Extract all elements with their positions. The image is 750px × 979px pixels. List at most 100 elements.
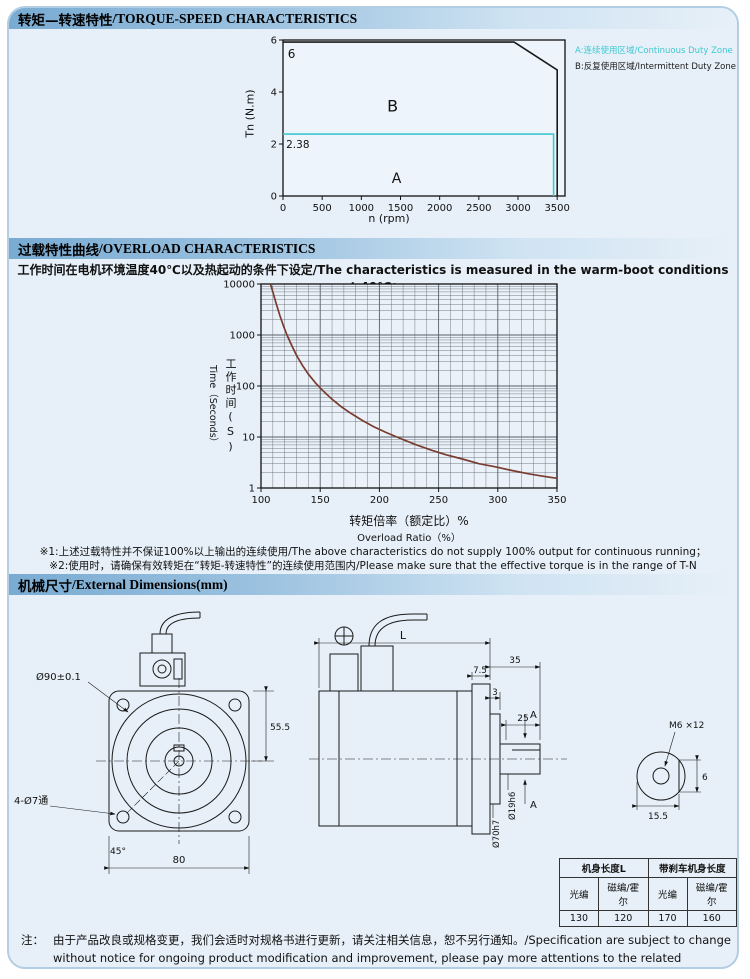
datasheet-page: 转矩—转速特性/TORQUE-SPEED CHARACTERISTICS Tn … (7, 6, 739, 969)
dimension-label: 15.5 (648, 812, 668, 822)
dimension-label: 80 (173, 855, 186, 866)
overload-chart-ylabel: Time（Seconds） 工作时间(S) (205, 346, 238, 466)
connector-housing (139, 652, 186, 687)
chart-annotation: 6 (288, 47, 296, 61)
section-header-dimensions: 机械尺寸/External Dimensions(mm) (9, 574, 737, 595)
svg-text:2500: 2500 (466, 203, 491, 214)
svg-text:10: 10 (242, 433, 255, 444)
table-subheader: 磁编/霍尔 (598, 877, 649, 911)
section-header-overload: 过载特性曲线/OVERLOAD CHARACTERISTICS (9, 238, 737, 259)
table-subheader: 磁编/霍尔 (686, 877, 737, 911)
svg-text:4: 4 (271, 88, 277, 99)
chart-annotation: B (387, 97, 398, 116)
svg-text:150: 150 (311, 495, 330, 506)
svg-text:350: 350 (547, 495, 566, 506)
svg-text:1000: 1000 (349, 203, 374, 214)
dimension-label: M6 ×12 (669, 721, 704, 731)
dimension-label: Ø19h6 (507, 792, 518, 820)
chart-annotation: A (392, 171, 402, 187)
body-length-table: 机身长度L 带刹车机身长度 光编 磁编/霍尔 光编 磁编/霍尔 130 120 … (559, 858, 737, 927)
svg-text:3500: 3500 (544, 203, 569, 214)
footer-note-prefix: 注： (21, 933, 44, 947)
footer-note: 注： 由于产品改良或规格变更，我们会适时对规格书进行更新，请关注相关信息，恕不另… (21, 932, 733, 967)
A-continuous-zone-boundary (283, 133, 555, 196)
overload-ylabel-en: Time（Seconds） (207, 364, 218, 448)
svg-text:0: 0 (280, 203, 286, 214)
dimension-label: Ø70h7 (491, 820, 502, 848)
table-value: 120 (598, 910, 649, 927)
svg-text:1: 1 (249, 484, 255, 495)
overload-chart: 100 150 200 250 300 350 1 10 100 1000 10000 (223, 280, 566, 506)
mounting-hole (228, 810, 242, 824)
dimension-label: Ø90±0.1 (36, 671, 81, 683)
table-value: 130 (559, 910, 599, 927)
chart-annotation: 2.38 (286, 139, 309, 151)
svg-text:2000: 2000 (427, 203, 452, 214)
table-header-brake-body-length: 带刹车机身长度 (647, 858, 737, 878)
table-header-body-length: 机身长度L (559, 858, 649, 878)
front-view-drawing: Ø90±0.1 55.5 4-Ø7通 45° 80 (14, 611, 290, 874)
B-intermittent-zone-boundary (283, 41, 559, 196)
dimension-label: A (530, 800, 537, 811)
table-subheader: 光编 (647, 877, 688, 911)
legend-continuous-duty-zone: A:连续使用区域/Continuous Duty Zone (575, 46, 733, 56)
overload-xlabel-en: Overload Ratio（%） (357, 533, 461, 544)
svg-text:100: 100 (251, 495, 270, 506)
shaft-section-view-drawing: M6 ×12 6 15.5 (632, 721, 708, 822)
overload-curve (269, 283, 558, 480)
header-dimensions-zh: 机械尺寸 (18, 578, 72, 595)
overload-note-1: ※1:上述过载特性并不保证100%以上输出的连续使用/The above cha… (39, 546, 707, 558)
power-connector (360, 645, 394, 692)
header-dimensions-en: /External Dimensions(mm) (72, 576, 228, 592)
svg-text:3000: 3000 (505, 203, 530, 214)
header-overload-en: /OVERLOAD CHARACTERISTICS (99, 240, 316, 256)
overload-chart-xlabel: 转矩倍率（额定比）% Overload Ratio（%） (261, 512, 557, 544)
svg-text:1500: 1500 (388, 203, 413, 214)
mounting-hole (116, 810, 130, 824)
header-overload-zh: 过载特性曲线 (18, 242, 99, 259)
header-torque-speed-en: /TORQUE-SPEED CHARACTERISTICS (112, 10, 358, 26)
dimension-label: 55.5 (270, 723, 290, 733)
overload-xlabel-zh: 转矩倍率（额定比）% (349, 514, 469, 528)
svg-text:6: 6 (271, 36, 277, 47)
dimension-label: 45° (110, 847, 126, 857)
svg-text:0: 0 (271, 192, 277, 203)
cable-outline (368, 613, 427, 647)
svg-text:300: 300 (488, 495, 507, 506)
duty-zone-legend: A:连续使用区域/Continuous Duty Zone B:反复使用区域/I… (575, 46, 736, 78)
svg-text:200: 200 (370, 495, 389, 506)
legend-intermittent-duty-zone: B:反复使用区域/Intermittent Duty Zone (575, 62, 736, 73)
dimension-label: A (530, 710, 537, 721)
svg-text:250: 250 (429, 495, 448, 506)
shaft-section-circle (636, 751, 686, 801)
svg-text:500: 500 (313, 203, 332, 214)
dimension-label: 6 (702, 773, 708, 783)
header-torque-speed-zh: 转矩—转速特性 (18, 12, 113, 29)
section-header-torque-speed: 转矩—转速特性/TORQUE-SPEED CHARACTERISTICS (9, 8, 737, 29)
mounting-hole (116, 698, 130, 712)
motor-body (318, 690, 473, 827)
svg-text:100: 100 (236, 382, 255, 393)
dimension-label: 7.5 (473, 666, 487, 676)
footer-note-text: 由于产品改良或规格变更，我们会适时对规格书进行更新，请关注相关信息，恕不另行通知… (53, 933, 731, 965)
dimension-label: 35 (509, 656, 520, 666)
dimension-label: L (400, 629, 407, 642)
dimension-label: 3 (492, 688, 497, 698)
overload-ylabel-zh: 工作时间(S) (224, 357, 237, 455)
encoder-connector (329, 653, 359, 692)
table-subheader: 光编 (559, 877, 599, 911)
tapped-hole (652, 767, 670, 785)
dimension-label: 4-Ø7通 (14, 795, 48, 807)
table-value: 170 (647, 910, 688, 927)
cable-gland (151, 633, 173, 654)
table-value: 160 (686, 910, 737, 927)
svg-text:10000: 10000 (223, 280, 255, 291)
svg-text:1000: 1000 (230, 331, 255, 342)
torque-chart-xlabel: n (rpm) (368, 212, 410, 225)
cable-outline (159, 611, 201, 635)
svg-text:2: 2 (271, 140, 277, 151)
torque-speed-chart: 0 500 1000 1500 2000 2500 3000 3500 0 2 4 66B A 2.38 (271, 36, 570, 215)
dimension-label: 25 (517, 714, 528, 724)
mounting-hole (228, 698, 242, 712)
